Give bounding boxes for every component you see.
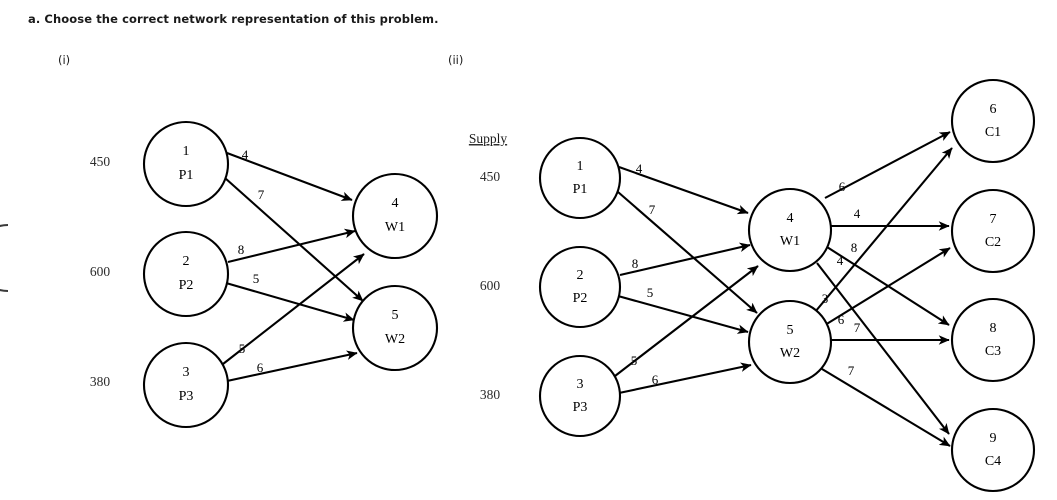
edge-i-p2-w2	[225, 281, 355, 322]
edge-ii-p3-w2	[618, 362, 752, 395]
edge-i-p1-w2	[224, 177, 364, 302]
node-ii-p1: 1 P1	[538, 136, 622, 220]
edge-i-p3-w2	[226, 350, 358, 383]
node-ii-c4-number: 9	[990, 431, 997, 446]
node-ii-p3-name: P3	[573, 400, 588, 415]
node-ii-p2-name: P2	[573, 291, 588, 306]
node-i-p3-number: 3	[183, 365, 190, 380]
node-i-w1-number: 4	[392, 196, 399, 211]
node-ii-w1-number: 4	[787, 211, 794, 226]
edge-cost-ii-p1-w2: 7	[649, 202, 656, 217]
node-i-w2-number: 5	[392, 308, 399, 323]
diagram-i: 450 600 380 4 7 8 5 5 6	[90, 120, 439, 429]
node-ii-p3-number: 3	[577, 377, 584, 392]
edge-cost-i-p2-w1: 8	[238, 242, 245, 257]
edge-cost-ii-p3-w1: 5	[631, 353, 638, 368]
edge-i-p1-w1	[226, 152, 353, 201]
node-i-p2: 2 P2	[142, 230, 230, 318]
node-i-p3-name: P3	[179, 389, 194, 404]
edge-ii-p2-w1	[619, 242, 751, 277]
node-i-p3: 3 P3	[142, 341, 230, 429]
edge-ii-w1-c1	[824, 131, 951, 199]
node-i-w1: 4 W1	[351, 172, 439, 260]
stray-arc-decoration	[0, 223, 9, 293]
supply-value-ii-2: 600	[480, 278, 501, 293]
edge-cost-ii-w1-c4: 4	[837, 253, 844, 268]
edge-ii-w2-c2	[824, 247, 951, 326]
edge-ii-w2-c4	[821, 368, 951, 447]
node-ii-w1-name: W1	[780, 234, 800, 249]
supply-value-i-2: 600	[90, 264, 111, 279]
edge-i-p2-w1	[227, 228, 356, 264]
edge-cost-i-p3-w1: 5	[239, 341, 246, 356]
edge-cost-ii-w1-c3: 8	[851, 240, 858, 255]
edge-ii-p2-w2	[617, 294, 749, 334]
node-ii-c1-number: 6	[990, 102, 997, 117]
page-title: a. Choose the correct network representa…	[28, 12, 439, 26]
node-ii-p1-name: P1	[573, 182, 588, 197]
edge-cost-ii-w2-c3: 7	[854, 320, 861, 335]
edge-cost-ii-p2-w2: 5	[647, 285, 654, 300]
supply-value-ii-3: 380	[480, 387, 501, 402]
node-ii-c3-number: 8	[990, 321, 997, 336]
node-i-w1-name: W1	[385, 220, 405, 235]
node-i-w2: 5 W2	[351, 284, 439, 372]
diagram-label-ii: (ii)	[448, 53, 464, 67]
edge-cost-i-p1-w1: 4	[242, 147, 249, 162]
edge-ii-p1-w1	[618, 166, 749, 215]
node-ii-c1-name: C1	[985, 125, 1001, 140]
edge-cost-i-p2-w2: 5	[253, 271, 260, 286]
diagram-label-i: (i)	[58, 53, 71, 67]
edge-ii-w2-c1	[814, 147, 953, 313]
supply-value-i-1: 450	[90, 154, 111, 169]
node-i-p1-name: P1	[179, 168, 194, 183]
node-ii-c3-name: C3	[985, 344, 1001, 359]
node-i-p1: 1 P1	[142, 120, 230, 208]
node-ii-p3: 3 P3	[538, 354, 622, 438]
node-ii-w2-name: W2	[780, 346, 800, 361]
edge-cost-ii-w1-c1: 6	[839, 179, 846, 194]
diagram-ii: Supply 450 600 380 4 7 8 5 5 6	[469, 78, 1036, 493]
node-i-w2-name: W2	[385, 332, 405, 347]
supply-header-ii: Supply	[469, 131, 508, 146]
edge-cost-ii-w2-c1: 3	[822, 291, 829, 306]
edge-ii-w1-c4	[816, 262, 950, 435]
node-i-p1-number: 1	[183, 144, 190, 159]
edge-ii-p1-w2	[617, 191, 758, 314]
node-ii-c1: 6 C1	[950, 78, 1036, 164]
node-ii-p1-number: 1	[577, 159, 584, 174]
node-ii-p2: 2 P2	[538, 245, 622, 329]
edge-cost-i-p3-w2: 6	[257, 360, 264, 375]
edge-cost-ii-w2-c4: 7	[848, 363, 855, 378]
node-ii-c2-number: 7	[990, 212, 997, 227]
edge-cost-i-p1-w2: 7	[258, 187, 265, 202]
edge-i-p3-w1	[222, 253, 365, 365]
node-ii-w1: 4 W1	[747, 187, 833, 273]
node-i-p2-name: P2	[179, 278, 194, 293]
supply-value-ii-1: 450	[480, 169, 501, 184]
edge-ii-p3-w1	[614, 265, 759, 377]
node-ii-c3: 8 C3	[950, 297, 1036, 383]
node-ii-w2-number: 5	[787, 323, 794, 338]
edge-cost-ii-p2-w1: 8	[632, 256, 639, 271]
edge-cost-ii-w1-c2: 4	[854, 206, 861, 221]
node-ii-c4: 9 C4	[950, 407, 1036, 493]
supply-value-i-3: 380	[90, 374, 111, 389]
edge-cost-ii-p3-w2: 6	[652, 372, 659, 387]
node-ii-c2-name: C2	[985, 235, 1001, 250]
edge-cost-ii-w2-c2: 6	[838, 312, 845, 327]
node-ii-c2: 7 C2	[950, 188, 1036, 274]
node-i-p2-number: 2	[183, 254, 190, 269]
node-ii-p2-number: 2	[577, 268, 584, 283]
edge-cost-ii-p1-w1: 4	[636, 161, 643, 176]
node-ii-w2: 5 W2	[747, 299, 833, 385]
node-ii-c4-name: C4	[985, 454, 1001, 469]
